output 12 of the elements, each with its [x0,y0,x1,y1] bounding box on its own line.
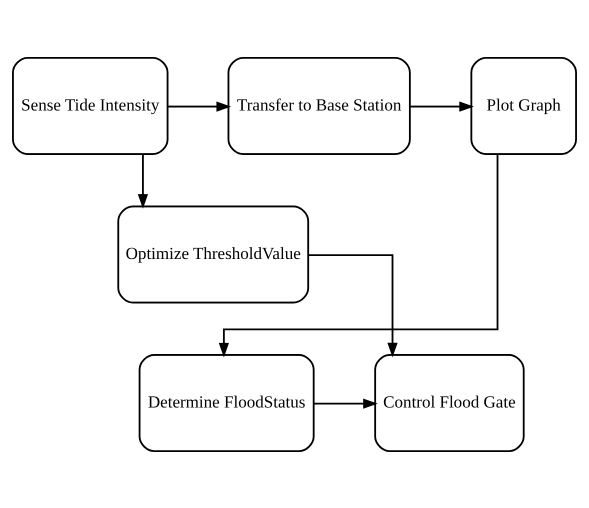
arrow [308,254,398,357]
node-box: Transfer to Base Station [228,56,411,154]
node-box: Sense Tide Intensity [12,56,168,154]
node-box: Plot Graph [470,56,577,154]
node-box: Determine FloodStatus [138,354,315,452]
arrow [314,398,378,408]
arrow [410,100,474,112]
arrow [138,154,148,208]
node-box: Control Flood Gate [374,354,525,452]
arrow [168,100,232,112]
node-box: Optimize ThresholdValue [117,205,310,303]
arrow [218,154,498,357]
